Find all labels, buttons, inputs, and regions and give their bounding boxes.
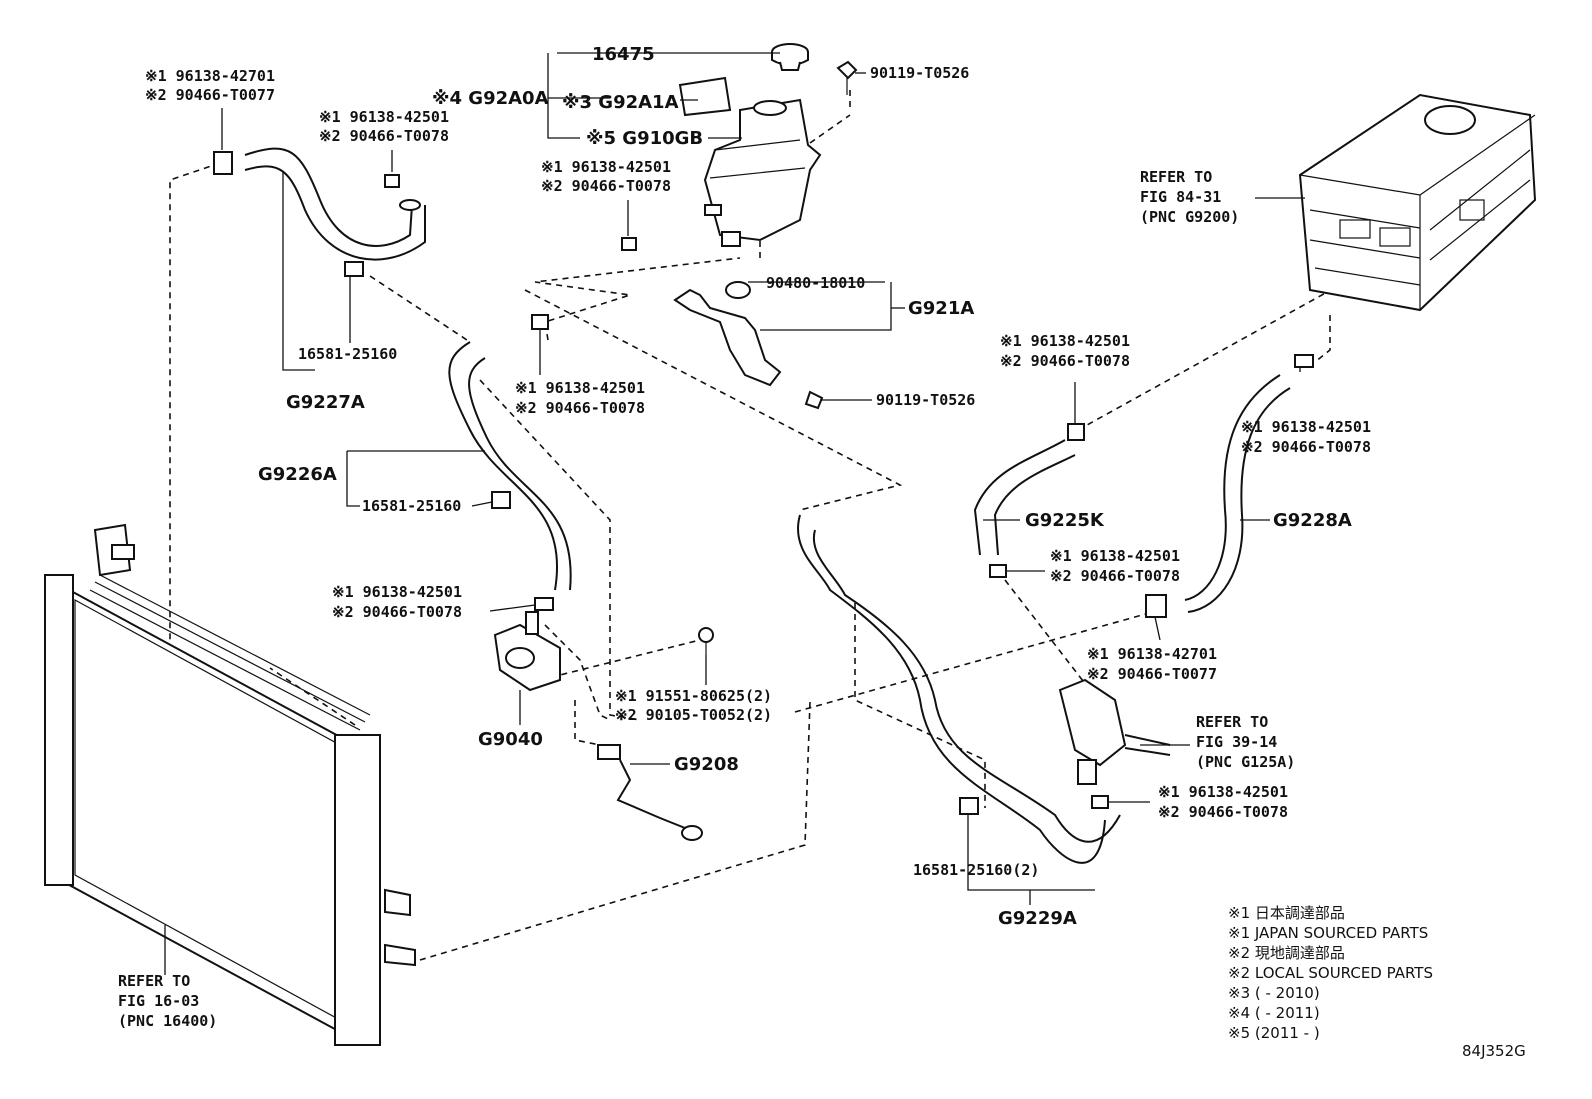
legend-line-2: ※1 JAPAN SOURCED PARTS bbox=[1228, 924, 1428, 942]
label-clip-tl-2: ※2 90466-T0077 bbox=[145, 86, 275, 104]
legend-line-3: ※2 現地調達部品 bbox=[1228, 944, 1345, 962]
bracket bbox=[673, 281, 824, 410]
hoses bbox=[244, 147, 1291, 864]
label-g9225k: G9225K bbox=[1025, 510, 1105, 531]
inverter bbox=[1298, 93, 1537, 312]
label-clip-t2-1: ※1 96138-42501 bbox=[319, 108, 449, 126]
label-g910gb: ※5 G910GB bbox=[586, 128, 703, 149]
label-refer-l-a: REFER TO bbox=[118, 972, 190, 990]
label-clip-r5-2: ※2 90466-T0078 bbox=[1158, 803, 1288, 821]
label-refer-l-b: FIG 16-03 bbox=[118, 992, 199, 1010]
leader-lines bbox=[221, 52, 1305, 905]
label-clip-l-1: ※1 96138-42501 bbox=[332, 583, 462, 601]
label-clip-t3-2: ※2 90466-T0078 bbox=[541, 177, 671, 195]
label-clip-r3-2: ※2 90466-T0078 bbox=[1050, 567, 1180, 585]
label-g9226a: G9226A bbox=[258, 464, 337, 485]
label-refer-r2-c: (PNC G125A) bbox=[1196, 753, 1295, 771]
legend-line-7: ※5 (2011 - ) bbox=[1228, 1024, 1320, 1042]
label-refer-r1-a: REFER TO bbox=[1140, 168, 1212, 186]
label-clip-m-1: ※1 96138-42501 bbox=[515, 379, 645, 397]
water-pump bbox=[493, 611, 714, 692]
label-90480: 90480-18010 bbox=[766, 274, 865, 292]
label-refer-r1-b: FIG 84-31 bbox=[1140, 188, 1221, 206]
valve bbox=[1058, 678, 1171, 785]
clips bbox=[213, 151, 1314, 815]
label-clip-tl-1: ※1 96138-42701 bbox=[145, 67, 275, 85]
label-clip-m-2: ※2 90466-T0078 bbox=[515, 399, 645, 417]
reservoir-tank bbox=[678, 43, 858, 247]
label-clip-r1-1: ※1 96138-42501 bbox=[1000, 332, 1130, 350]
label-bolt-2: ※2 90105-T0052(2) bbox=[615, 706, 772, 724]
label-g921a: G921A bbox=[908, 298, 974, 319]
label-clip-r2-1: ※1 96138-42501 bbox=[1241, 418, 1371, 436]
legend-line-1: ※1 日本調達部品 bbox=[1228, 904, 1345, 922]
label-90119-bottom: 90119-T0526 bbox=[876, 391, 975, 409]
wire-harness bbox=[597, 744, 703, 841]
label-16581-c: 16581-25160(2) bbox=[913, 861, 1039, 879]
legend-line-6: ※4 ( - 2011) bbox=[1228, 1004, 1320, 1022]
label-clip-r3-1: ※1 96138-42501 bbox=[1050, 547, 1180, 565]
label-90119-top: 90119-T0526 bbox=[870, 64, 969, 82]
label-clip-r4-2: ※2 90466-T0077 bbox=[1087, 665, 1217, 683]
label-clip-r1-2: ※2 90466-T0078 bbox=[1000, 352, 1130, 370]
label-refer-r2-b: FIG 39-14 bbox=[1196, 733, 1277, 751]
diagram-id: 84J352G bbox=[1462, 1042, 1526, 1060]
label-16475: 16475 bbox=[592, 44, 655, 65]
label-clip-r5-1: ※1 96138-42501 bbox=[1158, 783, 1288, 801]
legend-line-5: ※3 ( - 2010) bbox=[1228, 984, 1320, 1002]
label-bolt-1: ※1 91551-80625(2) bbox=[615, 687, 772, 705]
label-g9227a: G9227A bbox=[286, 392, 365, 413]
label-g9040: G9040 bbox=[478, 729, 543, 750]
legend-line-4: ※2 LOCAL SOURCED PARTS bbox=[1228, 964, 1433, 982]
label-clip-t2-2: ※2 90466-T0078 bbox=[319, 127, 449, 145]
label-16581-b: 16581-25160 bbox=[362, 497, 461, 515]
label-g9229a: G9229A bbox=[998, 908, 1077, 929]
label-refer-r1-c: (PNC G9200) bbox=[1140, 208, 1239, 226]
label-16581-a: 16581-25160 bbox=[298, 345, 397, 363]
label-g92a0a: ※4 G92A0A bbox=[432, 88, 549, 109]
label-clip-l-2: ※2 90466-T0078 bbox=[332, 603, 462, 621]
label-clip-r4-1: ※1 96138-42701 bbox=[1087, 645, 1217, 663]
label-g92a1a: ※3 G92A1A bbox=[562, 92, 679, 113]
label-g9228a: G9228A bbox=[1273, 510, 1352, 531]
label-refer-r2-a: REFER TO bbox=[1196, 713, 1268, 731]
radiator bbox=[44, 523, 416, 1046]
label-clip-r2-2: ※2 90466-T0078 bbox=[1241, 438, 1371, 456]
label-clip-t3-1: ※1 96138-42501 bbox=[541, 158, 671, 176]
part-labels: 16475 90119-T0526 ※4 G92A0A ※3 G92A1A ※5… bbox=[118, 44, 1371, 1030]
label-g9208: G9208 bbox=[674, 754, 739, 775]
legend: ※1 日本調達部品 ※1 JAPAN SOURCED PARTS ※2 現地調達… bbox=[1228, 904, 1526, 1060]
label-refer-l-c: (PNC 16400) bbox=[118, 1012, 217, 1030]
